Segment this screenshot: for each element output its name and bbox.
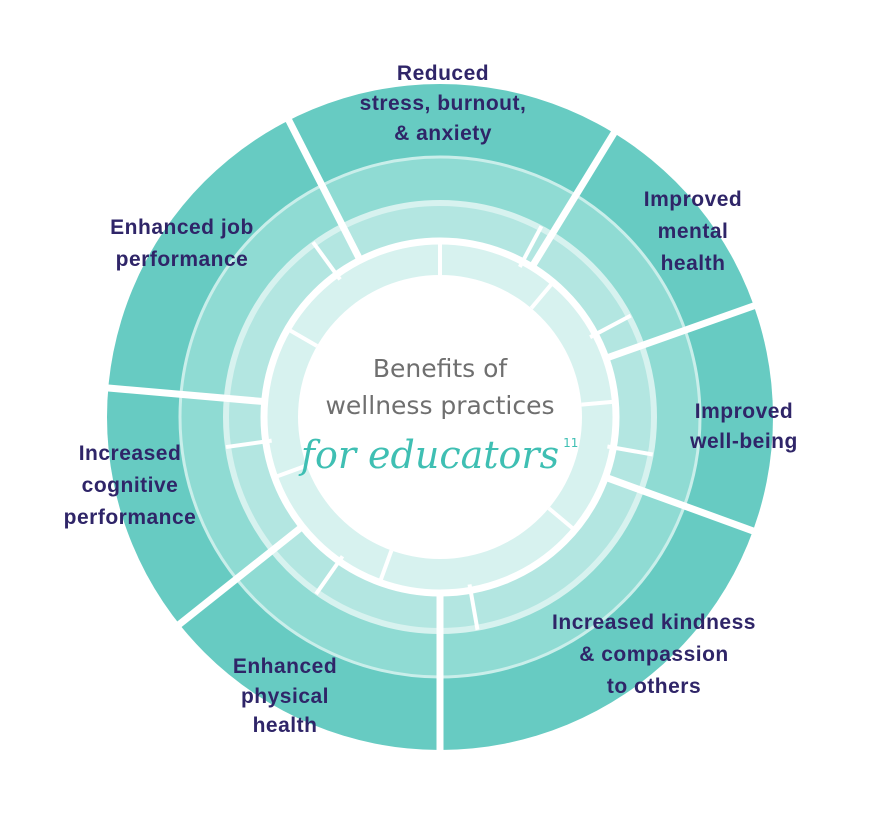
ring-tick	[581, 399, 616, 407]
center-title: Benefits of wellness practices for educa…	[298, 354, 579, 477]
ring-tick	[518, 225, 544, 268]
label-line: Enhanced job	[110, 216, 254, 239]
segment-label-mental-health: Improved mental health	[644, 188, 743, 275]
ring-tick	[286, 327, 319, 348]
center-line-2: wellness practices	[325, 391, 554, 420]
label-line: well-being	[689, 430, 798, 453]
center-superscript: 11	[563, 436, 578, 450]
segment-divider	[100, 383, 265, 406]
segment-label-job-performance: Enhanced job performance	[110, 216, 254, 271]
label-line: performance	[64, 506, 197, 529]
center-line-1: Benefits of	[373, 354, 509, 383]
ring-tick	[547, 506, 577, 532]
label-line: Enhanced	[233, 655, 337, 678]
label-line: physical	[241, 685, 329, 708]
center-line-3: for educators	[298, 433, 559, 477]
label-line: & compassion	[579, 643, 729, 666]
ring-tick	[589, 313, 632, 339]
label-line: to others	[607, 675, 701, 698]
label-line: performance	[116, 248, 249, 271]
segment-label-kindness: Increased kindness & compassion to other…	[552, 611, 756, 698]
segment-label-physical-health: Enhanced physical health	[233, 655, 337, 737]
segment-label-well-being: Improved well-being	[689, 400, 798, 453]
wheel-rings	[107, 84, 773, 750]
label-line: Increased kindness	[552, 611, 756, 634]
label-line: stress, burnout,	[360, 92, 527, 115]
segment-label-cognitive: Increased cognitive performance	[64, 442, 197, 529]
segment-divider	[604, 473, 761, 537]
label-line: Improved	[644, 188, 743, 211]
center-circle	[298, 275, 582, 559]
segment-dividers	[100, 112, 762, 757]
ring-tick	[273, 463, 308, 480]
segment-divider	[604, 300, 762, 362]
label-line: cognitive	[82, 474, 179, 497]
segment-label-reduced-stress: Reduced stress, burnout, & anxiety	[360, 62, 527, 145]
label-line: Reduced	[397, 62, 489, 85]
segment-divider	[528, 125, 621, 269]
ring-tick	[314, 555, 345, 596]
label-line: health	[661, 252, 726, 275]
ring-tick	[311, 241, 342, 281]
label-line: mental	[658, 220, 729, 243]
label-line: Increased	[79, 442, 182, 465]
segment-divider	[282, 112, 364, 262]
ring-tick	[225, 438, 272, 450]
ring-tick	[529, 280, 555, 310]
segment-divider	[171, 523, 305, 632]
ring-tick	[467, 584, 480, 631]
label-line: & anxiety	[394, 122, 492, 145]
label-line: Improved	[695, 400, 794, 423]
ring-tick	[377, 549, 394, 584]
label-line: health	[253, 714, 318, 737]
ring-tick	[607, 444, 654, 457]
